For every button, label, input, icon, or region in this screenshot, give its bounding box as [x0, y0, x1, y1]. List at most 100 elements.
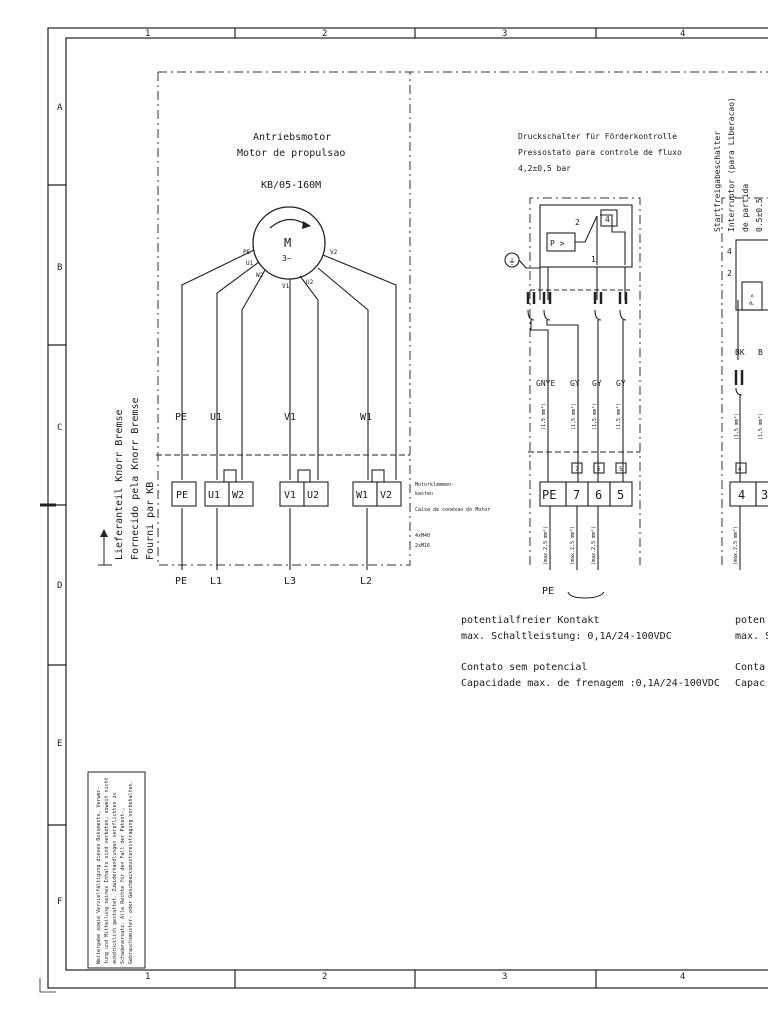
row-label-b: B	[57, 263, 62, 273]
terminal-box-pt: Caixa de conexao do Motor	[415, 507, 490, 513]
wire-number-5: 5	[619, 466, 623, 473]
start-note-cut-2: max. S	[735, 631, 768, 642]
wire-color-gnye: GNYE	[536, 379, 555, 388]
terminal-w1: W1	[356, 490, 368, 501]
pressure-note-de-2: max. Schaltleistung: 0,1A/24-100VDC	[461, 631, 672, 642]
col-label-3: 3	[502, 29, 507, 39]
start-wire-b: B	[758, 348, 763, 357]
terminal-v1: V1	[284, 490, 296, 501]
row-label-d: D	[57, 581, 62, 591]
legal-line-5: Gebrauchsmuster- oder Geschmacksmusterei…	[128, 780, 134, 964]
winding-label-v2: V2	[330, 249, 338, 256]
terminal-box-de: Motorklemmen- kasten	[415, 482, 457, 497]
motor-type: KB/05-160M	[261, 180, 321, 191]
winding-label-w2: W2	[256, 272, 264, 279]
wire-label-pe: PE	[175, 412, 187, 423]
legal-line-1: Weitergabe sowie Vervielfältigung dieses…	[96, 786, 102, 964]
start-wire-bk: BK	[735, 348, 745, 357]
pressure-terminal-7: 7	[573, 488, 580, 502]
side-note-line3: Fourni par KB	[145, 482, 156, 560]
bottom-label-l1: L1	[210, 576, 222, 587]
row-label-a: A	[57, 103, 63, 113]
pressure-title-pt: Pressostato para controle de fluxo	[518, 148, 682, 157]
start-wire-section-2: (1,5 mm²)	[758, 413, 764, 440]
pressure-setting: 4,2±0,5 bar	[518, 164, 571, 173]
start-title-cut: 0.5±0.5	[755, 198, 764, 232]
side-note-line2: Fornecido pela Knorr Bremse	[130, 397, 141, 560]
pressure-note-pt-2: Capacidade max. de frenagem :0,1A/24-100…	[461, 678, 720, 689]
pressure-contact-4: 4	[605, 215, 610, 224]
start-note-cut-3: Conta	[735, 662, 765, 673]
col-label-1: 1	[145, 29, 150, 39]
pressure-terminal-pe: PE	[542, 488, 556, 502]
pressure-p-symbol: P >	[550, 239, 565, 248]
pressure-note-de-1: potentialfreier Kontakt	[461, 615, 599, 626]
col-label-2: 2	[322, 29, 327, 39]
motor-phase: 3~	[282, 254, 292, 263]
wire-section-1: (1,5 mm²)	[541, 403, 547, 430]
ground-symbol: ⏚	[508, 257, 516, 266]
pressure-contact-2: 2	[575, 218, 580, 227]
pressure-terminal-5: 5	[617, 488, 624, 502]
pressure-switch-boundary	[529, 197, 641, 565]
start-title-de: Startfreigabeschalter	[713, 131, 722, 232]
winding-label-v1: V1	[282, 283, 290, 290]
legal-note-box	[87, 771, 146, 969]
wire-number-6: 6	[597, 466, 601, 473]
wire-color-gy-3: GY	[616, 379, 626, 388]
winding-label-u1: U1	[246, 260, 254, 267]
wire-section-2: (1,5 mm²)	[571, 403, 577, 430]
start-max-section: (max.2,5 mm²)	[733, 526, 739, 565]
start-contact-2: 2	[727, 269, 732, 278]
legal-line-2: tung und Mitteilung seines Inhalts sind …	[104, 777, 110, 964]
legal-line-3: ausdrücklich gestattet. Zuwiderhandlunge…	[112, 792, 118, 964]
bottom-label-pe: PE	[175, 576, 187, 587]
side-note: Lieferanteil Knorr Bremse Fornecido pela…	[114, 397, 156, 560]
motor-boundary	[157, 72, 411, 566]
legal-note: Weitergabe sowie Vervielfältigung dieses…	[96, 777, 134, 964]
max-section-2: (max.2,5 mm²)	[570, 526, 576, 565]
start-p-symbol: P >	[749, 294, 756, 305]
wire-color-gy-1: GY	[570, 379, 580, 388]
wire-label-v1: V1	[284, 412, 296, 423]
start-switch-boundary	[721, 197, 768, 565]
bottom-label-l2: L2	[360, 576, 372, 587]
wire-label-u1: U1	[210, 412, 222, 423]
legal-line-4: Schadenersatz. Alle Rechte für den Fall …	[120, 807, 126, 964]
start-terminal-4: 4	[738, 488, 745, 502]
outer-frame	[47, 27, 768, 989]
start-title-pt2: de partida	[741, 184, 750, 232]
terminal-box-de-line2: kasten	[415, 491, 433, 497]
col-label-2-bottom: 2	[322, 972, 327, 982]
terminal-u1: U1	[208, 490, 220, 501]
motor-title-de: Antriebsmotor	[253, 132, 331, 143]
row-label-e: E	[57, 739, 62, 749]
wire-label-w1: W1	[360, 412, 372, 423]
cable-gland-1: 4xM40	[415, 533, 430, 539]
pressure-terminal-6: 6	[595, 488, 602, 502]
pressure-note-pt-1: Contato sem potencial	[461, 662, 587, 673]
wire-number-7: 7	[575, 466, 579, 473]
motor-letter: M	[284, 236, 291, 250]
terminal-v2: V2	[380, 490, 392, 501]
wire-color-gy-2: GY	[592, 379, 602, 388]
cable-gland-2: 2xM16	[415, 543, 430, 549]
start-switch-title: Startfreigabeschalter Interruptor (para …	[713, 97, 764, 232]
row-label-f: F	[57, 897, 62, 907]
terminal-u2: U2	[307, 490, 319, 501]
winding-label-u2: U2	[306, 279, 314, 286]
wire-section-4: (1,5 mm²)	[616, 403, 622, 430]
wire-section-3: (1,5 mm²)	[592, 403, 598, 430]
motor-symbol: M 3~	[252, 206, 326, 280]
start-wire-section: (1,5 mm²)	[734, 413, 740, 440]
col-label-4-bottom: 4	[680, 972, 685, 982]
max-section-1: (max.2,5 mm²)	[543, 526, 549, 565]
terminal-box-de-line: Motorklemmen-	[415, 482, 454, 488]
pressure-pe-label: PE	[542, 586, 554, 597]
start-note-cut-1: poten	[735, 615, 765, 626]
start-terminal-3: 3	[761, 488, 768, 502]
pressure-contact-1: 1	[591, 255, 596, 264]
start-contact-4: 4	[727, 247, 732, 256]
winding-label-pe: PE	[243, 249, 251, 256]
